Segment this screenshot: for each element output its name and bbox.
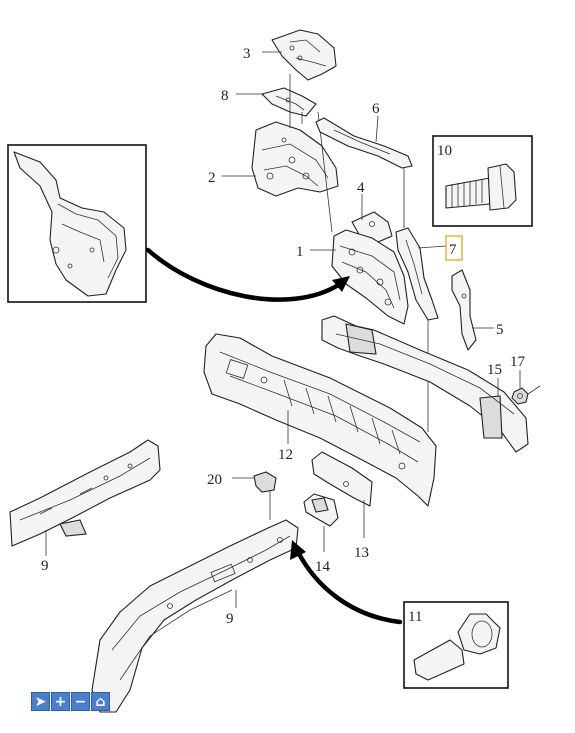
callout-20: 20 (207, 472, 222, 488)
home-icon[interactable]: ⌂ (91, 692, 110, 711)
zoom-toolbar: ➤ + − ⌂ (31, 692, 110, 711)
callout-5: 5 (496, 322, 504, 338)
callout-7-highlight (445, 235, 463, 261)
detail-box-10[interactable] (432, 135, 533, 227)
part-3-bracket[interactable] (271, 29, 337, 81)
pointer-icon[interactable]: ➤ (31, 692, 50, 711)
zoom-out-icon[interactable]: − (71, 692, 90, 711)
part-8-bracket[interactable] (261, 87, 317, 117)
arrow-head-lower-icon (290, 540, 306, 560)
callout-11: 11 (408, 609, 422, 625)
part-9-side-rail-center[interactable] (91, 519, 299, 713)
part-7-bracket[interactable] (395, 227, 439, 321)
part-2-reinforcement[interactable] (251, 121, 339, 197)
detail-inset-panel (7, 144, 147, 303)
part-14-bracket[interactable] (303, 493, 339, 527)
zoom-in-icon[interactable]: + (51, 692, 70, 711)
part-15-bumper-bar[interactable] (321, 315, 529, 453)
detail-box-11[interactable] (403, 601, 509, 689)
part-17-nut[interactable] (511, 387, 529, 405)
callout-2: 2 (208, 170, 216, 186)
part-9-side-rail-left[interactable] (9, 439, 161, 547)
part-12-rear-panel[interactable] (203, 333, 437, 507)
callout-12: 12 (278, 447, 293, 463)
callout-14: 14 (315, 559, 331, 575)
arrow-head-upper-icon (332, 276, 350, 292)
callout-8: 8 (221, 88, 229, 104)
callout-3: 3 (243, 46, 251, 62)
callout-15: 15 (487, 362, 502, 378)
callout-13: 13 (354, 545, 369, 561)
callout-9b: 9 (226, 611, 234, 627)
callout-4: 4 (357, 180, 365, 196)
callout-1: 1 (296, 244, 304, 260)
callout-6: 6 (372, 101, 380, 117)
callout-10: 10 (437, 143, 452, 159)
part-20-bracket[interactable] (253, 471, 277, 493)
part-6-strip[interactable] (315, 117, 413, 169)
part-1-panel[interactable] (331, 229, 409, 325)
part-5-bracket[interactable] (451, 269, 477, 351)
part-13-bracket[interactable] (311, 451, 373, 507)
callout-17: 17 (510, 354, 526, 370)
callout-7: 7 (449, 242, 457, 258)
detail-arrow-upper (145, 247, 343, 302)
detail-arrow-lower (295, 549, 403, 625)
callout-9a: 9 (41, 558, 49, 574)
